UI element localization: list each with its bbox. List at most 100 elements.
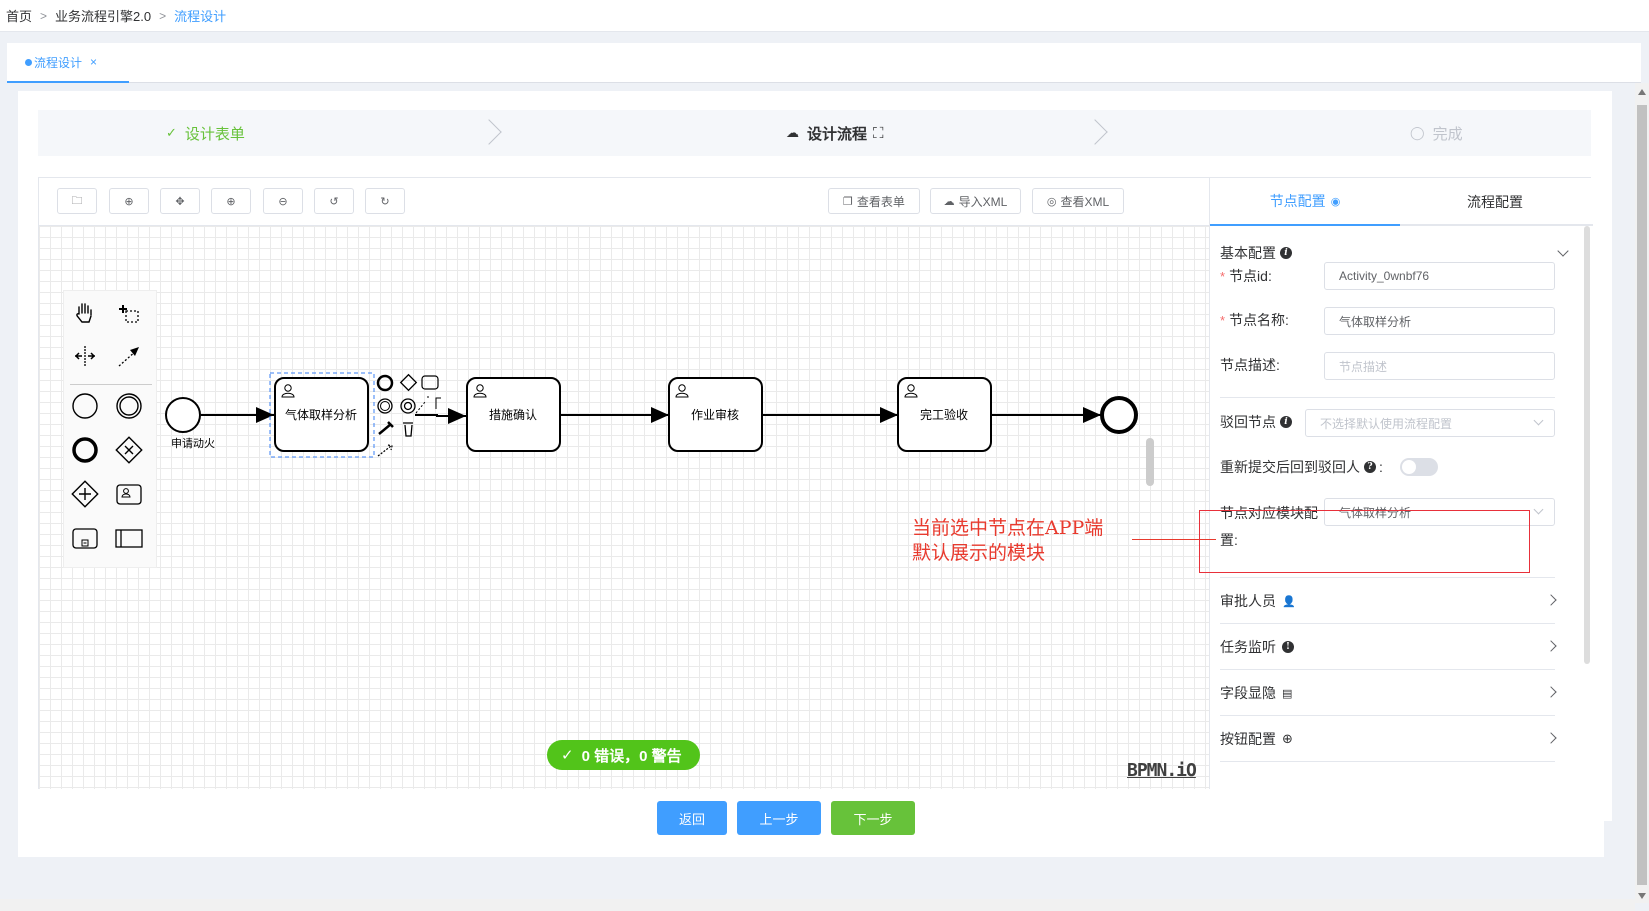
check-icon: ✓ bbox=[166, 125, 177, 140]
step-complete: ◯ 完成 bbox=[1410, 110, 1463, 156]
zoom-in-button[interactable]: ⊕ bbox=[211, 188, 251, 214]
panel-scrollbar[interactable] bbox=[1584, 226, 1590, 664]
section-task-listener[interactable]: 任务监听 ! bbox=[1220, 624, 1557, 670]
task-work-review[interactable] bbox=[668, 377, 763, 452]
close-icon[interactable]: × bbox=[90, 55, 98, 69]
module-config-select[interactable]: 气体取样分析 bbox=[1324, 498, 1555, 526]
undo-button[interactable]: ↺ bbox=[314, 188, 354, 214]
annotation-icon[interactable] bbox=[435, 397, 441, 409]
fit-viewport-button[interactable]: ✥ bbox=[160, 188, 200, 214]
annotation-line: 默认展示的模块 bbox=[912, 542, 1046, 564]
breadcrumb-home[interactable]: 首页 bbox=[6, 9, 33, 24]
end-event[interactable] bbox=[1100, 396, 1138, 434]
cloud-upload-icon: ☁ bbox=[943, 195, 955, 208]
start-event-icon[interactable] bbox=[68, 389, 102, 423]
scrollbar-thumb[interactable] bbox=[1637, 105, 1647, 885]
hand-tool-icon[interactable] bbox=[68, 296, 102, 330]
basic-config-header[interactable]: 基本配置 i bbox=[1220, 241, 1585, 265]
steps-bar: ✓ 设计表单 ☁ 设计流程 ⛶ ◯ 完成 bbox=[38, 110, 1591, 156]
connect-icon[interactable] bbox=[415, 401, 426, 414]
task-completion-inspection[interactable] bbox=[897, 377, 992, 452]
section-title: 按钮配置 bbox=[1220, 731, 1276, 747]
panel-tabs: 节点配置 ◉ 流程配置 bbox=[1210, 178, 1593, 226]
scroll-up-arrow-icon[interactable] bbox=[1638, 89, 1646, 95]
append-gateway-icon[interactable] bbox=[399, 373, 418, 392]
prev-step-button[interactable]: 上一步 bbox=[737, 801, 821, 835]
divider bbox=[1220, 397, 1555, 398]
new-diagram-button[interactable]: ⊕ bbox=[109, 188, 149, 214]
lasso-tool-icon[interactable] bbox=[112, 296, 146, 330]
question-icon: ? bbox=[1364, 461, 1376, 473]
page-scrollbar[interactable] bbox=[1635, 83, 1649, 903]
scroll-down-arrow-icon[interactable] bbox=[1638, 893, 1646, 899]
field-label: 节点名称: bbox=[1229, 312, 1289, 328]
breadcrumb: 首页 > 业务流程引擎2.0 > 流程设计 bbox=[0, 0, 1649, 32]
global-connect-tool-icon[interactable] bbox=[112, 339, 146, 373]
inner-ring bbox=[403, 401, 413, 411]
node-id-input[interactable]: Activity_0wnbf76 bbox=[1324, 262, 1555, 290]
node-desc-input[interactable]: 节点描述 bbox=[1324, 352, 1555, 380]
inner-ring bbox=[380, 401, 390, 411]
select-value: 气体取样分析 bbox=[1339, 505, 1412, 520]
section-approvers[interactable]: 审批人员 👤 bbox=[1220, 578, 1557, 624]
view-form-button[interactable]: ❐ 查看表单 bbox=[828, 188, 920, 214]
node-name-input[interactable]: 气体取样分析 bbox=[1324, 307, 1555, 335]
connect-arrow-icon[interactable] bbox=[377, 444, 393, 457]
start-event[interactable] bbox=[165, 397, 201, 433]
view-xml-button[interactable]: ◎ 查看XML bbox=[1032, 188, 1124, 214]
step-arrow-icon bbox=[1082, 119, 1108, 145]
redo-button[interactable]: ↻ bbox=[365, 188, 405, 214]
tab-flow-config[interactable]: 流程配置 bbox=[1400, 178, 1590, 226]
resubmit-toggle[interactable] bbox=[1400, 458, 1438, 476]
reject-node-select[interactable]: 不选择默认使用流程配置 bbox=[1305, 409, 1555, 437]
fullscreen-icon[interactable]: ⛶ bbox=[873, 124, 884, 142]
eye-icon: ◎ bbox=[1046, 195, 1057, 208]
space-tool-icon[interactable] bbox=[68, 339, 102, 373]
node-name-row: * 节点名称: bbox=[1220, 305, 1585, 335]
bpmn-diagram[interactable]: 申请动火 气体取样分析 bbox=[39, 226, 1209, 802]
section-button-config[interactable]: 按钮配置 ⊕ bbox=[1220, 716, 1557, 762]
annotation-connector bbox=[1132, 539, 1216, 540]
pool-icon[interactable] bbox=[112, 521, 146, 555]
zoom-in-icon: ⊕ bbox=[226, 195, 236, 208]
user-task-icon[interactable] bbox=[112, 477, 146, 511]
bpmn-palette bbox=[63, 290, 157, 568]
wrench-icon[interactable] bbox=[378, 421, 394, 435]
section-title: 字段显隐 bbox=[1220, 685, 1276, 701]
append-end-event-icon[interactable] bbox=[376, 374, 394, 392]
append-timer-icon[interactable] bbox=[400, 398, 416, 414]
append-intermediate-event-icon[interactable] bbox=[377, 398, 393, 414]
zoom-out-button[interactable]: ⊖ bbox=[263, 188, 303, 214]
step-label: 完成 bbox=[1432, 125, 1463, 143]
breadcrumb-separator-icon: > bbox=[159, 8, 167, 23]
horizontal-scrollbar[interactable] bbox=[0, 899, 1635, 911]
bpmn-io-logo[interactable]: BPMN.iO bbox=[1127, 760, 1197, 781]
canvas-resize-handle[interactable] bbox=[1146, 438, 1154, 486]
import-xml-button[interactable]: ☁ 导入XML bbox=[930, 188, 1021, 214]
task-gas-sampling[interactable] bbox=[274, 377, 369, 452]
sequence-flow[interactable] bbox=[415, 408, 466, 424]
end-event-icon[interactable] bbox=[68, 433, 102, 467]
tab-label: 流程设计 bbox=[34, 55, 83, 70]
tab-process-design[interactable]: 流程设计 × bbox=[7, 43, 129, 83]
next-step-button[interactable]: 下一步 bbox=[831, 801, 915, 835]
validation-status[interactable]: ✓ 0 错误，0 警告 bbox=[547, 740, 700, 770]
open-file-button[interactable]: 🗀 bbox=[57, 188, 97, 214]
back-button[interactable]: 返回 bbox=[657, 801, 727, 835]
trash-icon[interactable] bbox=[403, 422, 413, 437]
intermediate-event-icon[interactable] bbox=[112, 389, 146, 423]
info-icon: i bbox=[1280, 416, 1292, 428]
context-pad[interactable] bbox=[376, 373, 441, 457]
bpmn-canvas[interactable]: 申请动火 气体取样分析 bbox=[39, 226, 1209, 802]
breadcrumb-engine[interactable]: 业务流程引擎2.0 bbox=[55, 9, 152, 24]
exclusive-gateway-icon[interactable] bbox=[112, 433, 146, 467]
divider bbox=[1220, 623, 1555, 624]
module-config-label: 节点对应模块配 置: bbox=[1220, 500, 1320, 554]
section-field-visibility[interactable]: 字段显隐 ▤ bbox=[1220, 670, 1557, 716]
parallel-gateway-icon[interactable] bbox=[68, 477, 102, 511]
subprocess-icon[interactable] bbox=[68, 521, 102, 555]
task-measure-confirm[interactable] bbox=[466, 377, 561, 452]
append-task-icon[interactable] bbox=[421, 375, 439, 390]
view-xml-label: 查看XML bbox=[1060, 194, 1110, 209]
tab-node-config[interactable]: 节点配置 ◉ bbox=[1210, 178, 1400, 226]
